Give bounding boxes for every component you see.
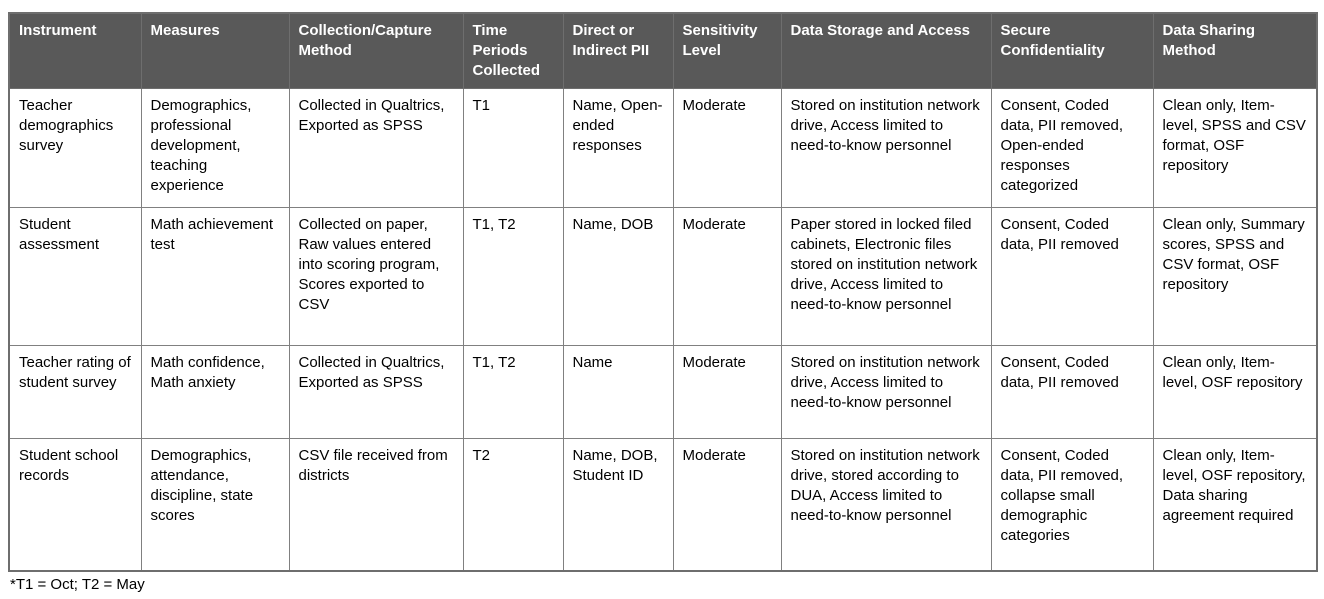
cell-time-periods: T1, T2	[462, 206, 564, 346]
table-row-teacher-demographics-survey: Teacher demographics survey Demographics…	[8, 87, 1318, 208]
cell-data-storage: Stored on institution network drive, sto…	[780, 437, 992, 572]
cell-collection-method: Collected on paper, Raw values entered i…	[288, 206, 464, 346]
cell-instrument: Student school records	[8, 437, 142, 572]
cell-sensitivity: Moderate	[672, 87, 782, 208]
column-header-collection-capture-method: Collection/Capture Method	[288, 12, 464, 89]
cell-secure-confidentiality: Consent, Coded data, PII removed	[990, 344, 1154, 439]
table-footnote: *T1 = Oct; T2 = May	[10, 576, 145, 593]
cell-secure-confidentiality: Consent, Coded data, PII removed	[990, 206, 1154, 346]
cell-data-sharing: Clean only, Item-level, SPSS and CSV for…	[1152, 87, 1318, 208]
cell-instrument: Teacher demographics survey	[8, 87, 142, 208]
cell-data-sharing: Clean only, Item-level, OSF repository, …	[1152, 437, 1318, 572]
cell-collection-method: CSV file received from districts	[288, 437, 464, 572]
cell-secure-confidentiality: Consent, Coded data, PII removed, collap…	[990, 437, 1154, 572]
cell-time-periods: T1	[462, 87, 564, 208]
cell-pii: Name, DOB	[562, 206, 674, 346]
data-management-plan-table: Instrument Measures Collection/Capture M…	[8, 12, 1318, 573]
cell-sensitivity: Moderate	[672, 344, 782, 439]
cell-measures: Math confidence, Math anxiety	[140, 344, 290, 439]
cell-instrument: Student assessment	[8, 206, 142, 346]
column-header-secure-confidentiality: Secure Confidentiality	[990, 12, 1154, 89]
column-header-instrument: Instrument	[8, 12, 142, 89]
column-header-time-periods-collected: Time Periods Collected	[462, 12, 564, 89]
cell-measures: Demographics, professional development, …	[140, 87, 290, 208]
cell-data-storage: Stored on institution network drive, Acc…	[780, 87, 992, 208]
cell-collection-method: Collected in Qualtrics, Exported as SPSS	[288, 87, 464, 208]
cell-pii: Name, Open-ended responses	[562, 87, 674, 208]
table-row-teacher-rating-of-student-survey: Teacher rating of student survey Math co…	[8, 344, 1318, 439]
cell-data-sharing: Clean only, Summary scores, SPSS and CSV…	[1152, 206, 1318, 346]
cell-instrument: Teacher rating of student survey	[8, 344, 142, 439]
column-header-data-sharing-method: Data Sharing Method	[1152, 12, 1318, 89]
column-header-sensitivity-level: Sensitivity Level	[672, 12, 782, 89]
cell-data-storage: Stored on institution network drive, Acc…	[780, 344, 992, 439]
cell-measures: Math achievement test	[140, 206, 290, 346]
cell-data-sharing: Clean only, Item-level, OSF repository	[1152, 344, 1318, 439]
column-header-data-storage-and-access: Data Storage and Access	[780, 12, 992, 89]
cell-pii: Name	[562, 344, 674, 439]
column-header-direct-or-indirect-pii: Direct or Indirect PII	[562, 12, 674, 89]
cell-pii: Name, DOB, Student ID	[562, 437, 674, 572]
table-row-student-school-records: Student school records Demographics, att…	[8, 437, 1318, 572]
cell-time-periods: T2	[462, 437, 564, 572]
table-row-student-assessment: Student assessment Math achievement test…	[8, 206, 1318, 346]
cell-collection-method: Collected in Qualtrics, Exported as SPSS	[288, 344, 464, 439]
column-header-measures: Measures	[140, 12, 290, 89]
cell-sensitivity: Moderate	[672, 437, 782, 572]
cell-time-periods: T1, T2	[462, 344, 564, 439]
cell-secure-confidentiality: Consent, Coded data, PII removed, Open-e…	[990, 87, 1154, 208]
cell-measures: Demographics, attendance, discipline, st…	[140, 437, 290, 572]
header-row: Instrument Measures Collection/Capture M…	[8, 12, 1318, 89]
cell-data-storage: Paper stored in locked filed cabinets, E…	[780, 206, 992, 346]
cell-sensitivity: Moderate	[672, 206, 782, 346]
